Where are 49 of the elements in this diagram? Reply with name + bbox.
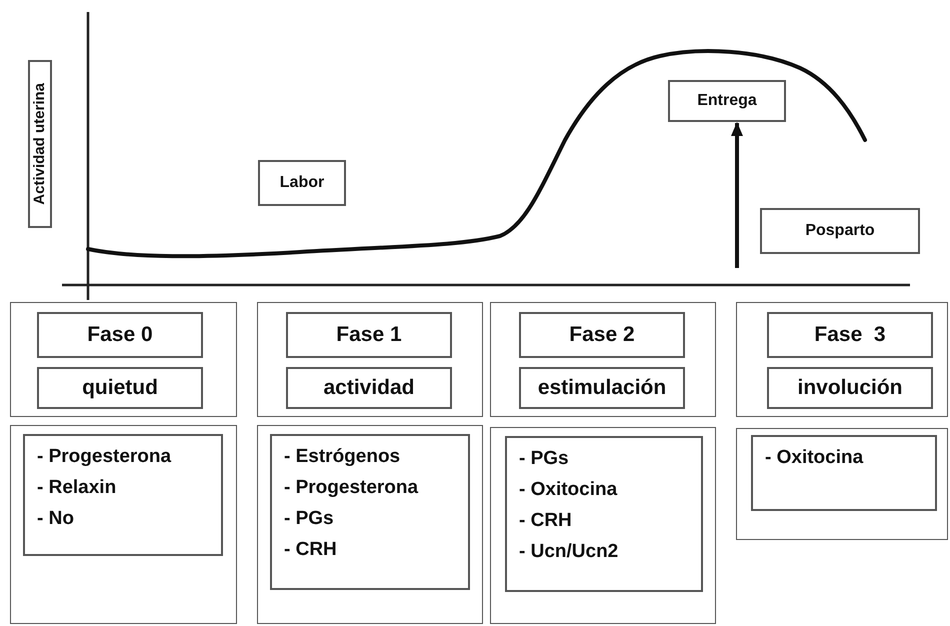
hormone-item: - Ucn/Ucn2 [519, 540, 618, 562]
phase-panel [257, 425, 483, 624]
box-text: estimulación [538, 376, 666, 400]
box-text: Fase 2 [569, 322, 635, 348]
hormone-item: - Estrógenos [284, 446, 400, 468]
stage-label-box [668, 80, 786, 122]
hormone-item: - PGs [519, 448, 569, 470]
box-text: Entrega [697, 92, 757, 110]
box-text: quietud [82, 376, 158, 400]
phase-title-box [767, 312, 933, 358]
box-text: Actividad uterina [31, 83, 49, 205]
stage-label-box [760, 208, 920, 254]
phase-panel [10, 425, 237, 624]
phase-title-box [286, 312, 452, 358]
phase-title-box [37, 312, 203, 358]
hormone-list-box [505, 436, 703, 592]
hormone-item: - Progesterona [37, 446, 172, 468]
hormone-list-box [751, 435, 937, 511]
box-text: involución [798, 376, 902, 400]
phase-panel [736, 428, 948, 540]
hormone-item: - Progesterona [284, 476, 418, 499]
hormone-list-box [270, 434, 470, 590]
phase-title-box [519, 312, 685, 358]
phase-name-box [519, 367, 685, 409]
hormone-item: - Oxitocina [765, 447, 864, 469]
box-text: Labor [280, 174, 324, 192]
phase-panel [736, 302, 948, 417]
hormone-item: - Oxitocina [519, 478, 618, 501]
phase-name-box [286, 367, 452, 409]
phase-panel [490, 427, 716, 624]
hormone-item: - PGs [284, 508, 334, 530]
box-text: Fase 1 [336, 322, 402, 348]
phase-panel [10, 302, 237, 417]
hormone-list-box [23, 434, 223, 556]
hormone-item: - CRH [284, 538, 337, 560]
box-text: actividad [323, 376, 415, 400]
phase-name-box [37, 367, 203, 409]
box-text: Fase 3 [814, 322, 886, 348]
box-text: Posparto [805, 222, 875, 240]
phase-panel [490, 302, 716, 417]
phase-name-box [767, 367, 933, 409]
hormone-item: - Relaxin [37, 476, 116, 499]
arrow [731, 122, 743, 268]
hormone-item: - CRH [519, 510, 572, 532]
phase-panel [257, 302, 483, 417]
hormone-item: - No [37, 508, 74, 530]
axis-label-box [28, 60, 52, 228]
stage-label-box [258, 160, 346, 206]
box-text: Fase 0 [87, 322, 153, 348]
